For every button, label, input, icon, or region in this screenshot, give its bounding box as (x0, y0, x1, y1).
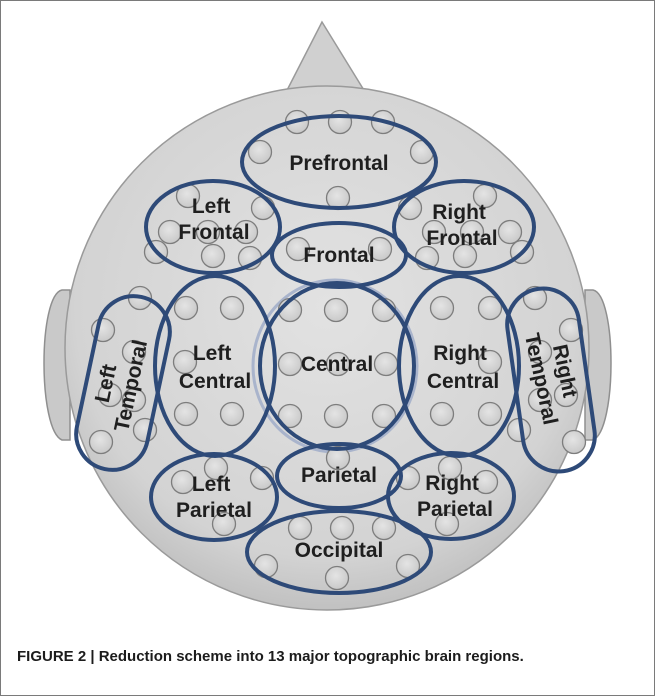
label-parietal: Parietal (301, 464, 377, 487)
label-left-central: Left Central (179, 342, 251, 393)
electrode-marker (497, 219, 523, 245)
region-outline-occipital (245, 509, 433, 595)
electrode-marker (247, 139, 273, 165)
eeg-topography-diagram: Prefrontal Left Frontal Frontal Right Fr… (43, 20, 612, 611)
electrode-marker (173, 295, 199, 321)
electrode-marker (285, 236, 311, 262)
electrode-marker (324, 565, 350, 591)
electrode-marker (325, 351, 351, 377)
region-outline-left-frontal (144, 179, 282, 275)
electrode-marker (157, 219, 183, 245)
electrode-marker (477, 295, 503, 321)
label-occipital: Occipital (295, 539, 384, 562)
electrode-marker (277, 403, 303, 429)
region-outline-prefrontal (240, 114, 438, 210)
region-outline-right-parietal (386, 451, 516, 541)
electrode-marker (421, 219, 447, 245)
electrode-marker (371, 403, 397, 429)
electrode-marker (170, 469, 196, 495)
label-left-frontal: Left Frontal (178, 195, 249, 244)
region-outline-left-parietal (149, 452, 279, 542)
electrode-marker (323, 403, 349, 429)
electrode-marker (561, 429, 587, 455)
electrode-marker (367, 236, 393, 262)
figure-caption: FIGURE 2 | Reduction scheme into 13 majo… (17, 648, 524, 665)
region-outline-right-temporal (505, 286, 597, 474)
electrode-marker (558, 317, 584, 343)
electrode-marker (277, 351, 303, 377)
region-outline-right-frontal (392, 179, 536, 275)
electrode-marker (173, 401, 199, 427)
electrode-marker (121, 387, 147, 413)
electrode-marker (233, 219, 259, 245)
label-left-parietal: Left Parietal (176, 473, 252, 522)
electrode-marker (459, 219, 485, 245)
electrode-marker (287, 515, 313, 541)
electrode-marker (211, 511, 237, 537)
electrode-marker (373, 351, 399, 377)
electrode-marker (219, 295, 245, 321)
region-outline-central (258, 281, 416, 451)
electrode-marker (97, 382, 123, 408)
electrode-marker (473, 469, 499, 495)
region-outline-parietal (275, 442, 403, 510)
electrode-marker (219, 401, 245, 427)
electrode-marker (429, 401, 455, 427)
electrode-marker (250, 195, 276, 221)
electrode-marker (323, 297, 349, 323)
label-central: Central (301, 353, 373, 376)
electrode-marker (200, 243, 226, 269)
electrode-marker (195, 219, 221, 245)
label-prefrontal: Prefrontal (289, 152, 388, 175)
electrode-marker (434, 511, 460, 537)
label-right-frontal: Right Frontal (426, 201, 497, 250)
region-outline-right-central (397, 274, 521, 458)
electrode-marker (477, 401, 503, 427)
electrode-marker (553, 382, 579, 408)
electrode-marker (527, 387, 553, 413)
electrode-marker (329, 515, 355, 541)
electrode-marker (527, 339, 553, 365)
electrode-marker (452, 243, 478, 269)
label-right-central: Right Central (427, 342, 499, 393)
electrode-marker (121, 339, 147, 365)
region-outlines (74, 114, 597, 595)
electrode-marker (327, 109, 353, 135)
label-right-parietal: Right Parietal (417, 472, 493, 521)
electrode-marker (477, 349, 503, 375)
electrode-marker (429, 295, 455, 321)
region-labels: Prefrontal Left Frontal Frontal Right Fr… (91, 152, 582, 562)
electrode-marker (172, 349, 198, 375)
electrode-marker (325, 445, 351, 471)
label-frontal: Frontal (303, 244, 374, 267)
electrode-marker (88, 429, 114, 455)
